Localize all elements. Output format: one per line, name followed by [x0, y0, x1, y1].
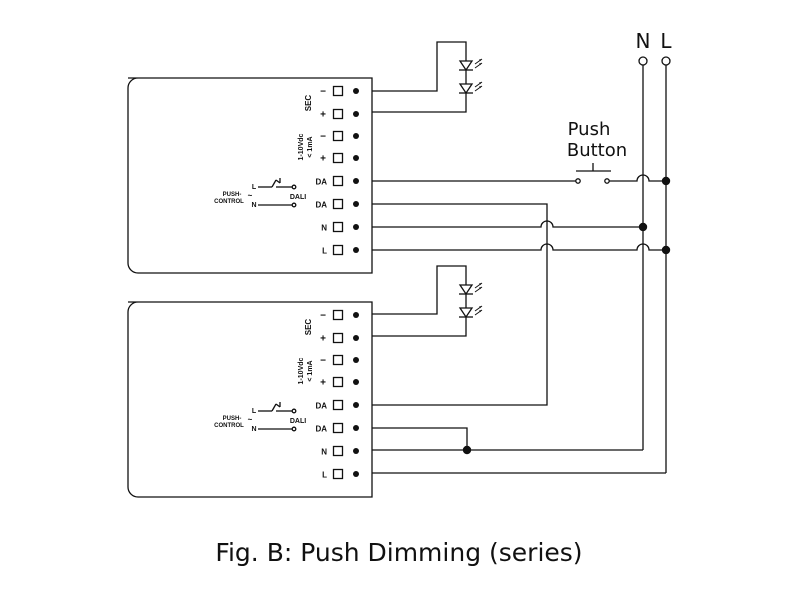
terminal-polarity-dim_minus: − — [320, 356, 326, 367]
terminal-polarity-dim_minus: − — [320, 132, 326, 143]
terminal-node — [353, 155, 359, 161]
terminal-block — [332, 445, 344, 457]
terminal-polarity-sec_plus: + — [320, 110, 326, 121]
terminal-label-n: N — [321, 448, 327, 457]
terminal-label-n: N — [321, 224, 327, 233]
terminal-node — [353, 402, 359, 408]
terminal-block — [332, 152, 344, 164]
push-button-label-1: Push — [568, 119, 611, 140]
terminal-node — [353, 88, 359, 94]
mains-n-label: N — [636, 29, 651, 53]
terminal-block — [332, 399, 344, 411]
mains-l-label: L — [660, 29, 672, 53]
sec-label: SEC — [304, 319, 313, 336]
push-button-label-2: Button — [567, 140, 627, 161]
terminal-polarity-dim_plus: + — [320, 378, 326, 389]
push-control-n: N — [251, 202, 256, 209]
terminal-block — [332, 332, 344, 344]
led-2a-icon — [458, 282, 483, 296]
terminal-node — [353, 201, 359, 207]
led-2b-icon — [458, 305, 483, 319]
wiring — [356, 41, 671, 474]
mains-l-terminal — [661, 56, 671, 66]
terminal-polarity-sec_minus: − — [320, 87, 326, 98]
dali-label: DALI — [290, 418, 306, 425]
terminal-label-da1: DA — [315, 178, 327, 187]
driver-housing — [127, 77, 373, 274]
driver-housing — [127, 301, 373, 498]
push-control-l: L — [252, 408, 257, 415]
led-array — [458, 58, 483, 319]
terminal-node — [353, 379, 359, 385]
terminal-node — [353, 178, 359, 184]
terminal-block — [332, 198, 344, 210]
terminal-block — [332, 130, 344, 142]
terminal-node — [353, 312, 359, 318]
dim-label-1: 1-10Vdc — [298, 133, 305, 160]
terminal-node — [353, 471, 359, 477]
mains-n-terminal — [638, 56, 648, 66]
terminal-label-l: L — [322, 247, 327, 256]
terminal-block — [332, 468, 344, 480]
terminal-label-da1: DA — [315, 402, 327, 411]
terminal-label-da2: DA — [315, 201, 327, 210]
figure-caption: Fig. B: Push Dimming (series) — [215, 538, 582, 567]
dim-label-2: < 1mA — [307, 136, 314, 157]
terminal-block — [332, 221, 344, 233]
tilde-symbol: ~ — [248, 415, 253, 424]
dim-label-2: < 1mA — [307, 360, 314, 381]
terminal-label-da2: DA — [315, 425, 327, 434]
terminal-block — [332, 354, 344, 366]
terminal-polarity-dim_plus: + — [320, 154, 326, 165]
led-1a-icon — [458, 58, 483, 72]
terminal-node — [353, 224, 359, 230]
terminal-block — [332, 244, 344, 256]
terminal-node — [353, 335, 359, 341]
dim-label-1: 1-10Vdc — [298, 357, 305, 384]
terminal-node — [353, 133, 359, 139]
terminal-polarity-sec_plus: + — [320, 334, 326, 345]
terminal-block — [332, 376, 344, 388]
tilde-symbol: ~ — [248, 191, 253, 200]
led-1b-icon — [458, 81, 483, 95]
push-control-label-1: PUSH- — [223, 416, 242, 422]
terminal-block — [332, 175, 344, 187]
terminal-block — [332, 108, 344, 120]
terminal-node — [353, 448, 359, 454]
push-control-label-2: CONTROL — [214, 199, 244, 205]
terminal-block — [332, 309, 344, 321]
push-button-symbol: Push Button — [567, 119, 627, 184]
push-control-n: N — [251, 426, 256, 433]
push-control-l: L — [252, 184, 257, 191]
terminal-node — [353, 425, 359, 431]
terminal-node — [353, 111, 359, 117]
terminal-block — [332, 85, 344, 97]
push-control-label-2: CONTROL — [214, 423, 244, 429]
sec-label: SEC — [304, 95, 313, 112]
push-control-label-1: PUSH- — [223, 192, 242, 198]
mains-terminals: N L — [636, 29, 672, 66]
terminal-label-l: L — [322, 471, 327, 480]
terminal-node — [353, 247, 359, 253]
dali-label: DALI — [290, 194, 306, 201]
terminal-polarity-sec_minus: − — [320, 311, 326, 322]
terminal-block — [332, 422, 344, 434]
terminal-node — [353, 357, 359, 363]
